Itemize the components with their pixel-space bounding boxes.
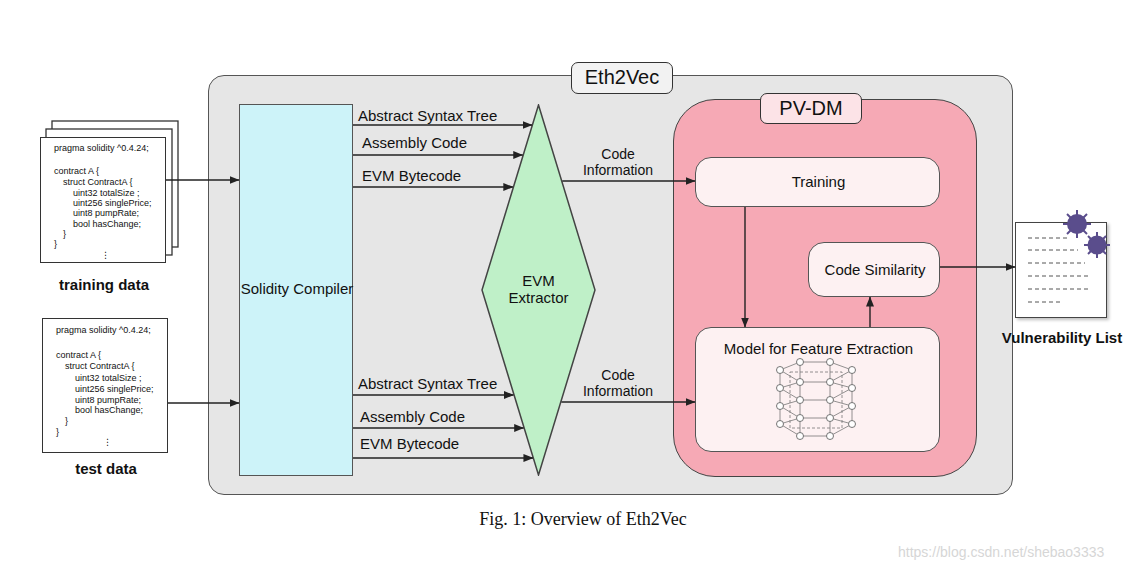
virus-icon <box>1063 210 1110 258</box>
code-line: ⋮ <box>103 437 112 448</box>
system-frame: Eth2VecSolidity CompilerEVM ExtractorPV-… <box>208 75 1013 495</box>
edge-label: Abstract Syntax Tree <box>358 107 497 124</box>
code-line: } <box>54 239 57 250</box>
arrow-connector <box>353 427 524 428</box>
edge-label: Code Information <box>577 367 659 399</box>
edge-label: EVM Bytecode <box>362 167 461 184</box>
model-frame: PV-DMTrainingCode SimilarityModel for Fe… <box>673 99 977 477</box>
arrow-connector <box>744 207 745 327</box>
box-label: Solidity Compiler <box>240 280 354 297</box>
data-label: training data <box>29 276 179 293</box>
frame-title: PV-DM <box>760 93 862 124</box>
code-line: ⋮ <box>101 250 110 261</box>
arrow-connector <box>869 297 870 327</box>
diamond-shape <box>482 105 595 475</box>
code-line: uint32 totalSize ; <box>75 373 142 384</box>
box-label: Training <box>696 173 941 190</box>
arrow-connector <box>353 124 532 125</box>
data-label: test data <box>31 460 181 477</box>
edge-label: Code Information <box>577 146 659 178</box>
code-line: struct ContractA { <box>65 361 135 372</box>
edge-label: Abstract Syntax Tree <box>358 375 497 392</box>
arrow-connector <box>353 457 533 458</box>
code-line: contract A { <box>54 166 99 177</box>
arrow-connector <box>353 186 513 187</box>
code-page: pragma solidity ^0.4.24; contract A {stru… <box>42 318 168 453</box>
box-label: Model for Feature Extraction <box>696 340 941 357</box>
arrow-connector <box>168 402 239 403</box>
code-line: } <box>65 416 68 427</box>
box-label: EVM Extractor <box>493 272 584 307</box>
neuron-circles <box>777 359 856 440</box>
code-line: pragma solidity ^0.4.24; <box>54 143 149 154</box>
document-icon: Vulnerability List <box>1015 222 1107 318</box>
code-line: } <box>56 427 59 438</box>
arrow-connector <box>166 179 239 180</box>
arrow-connector <box>353 394 513 395</box>
neural-network-icon <box>780 362 852 436</box>
edge-label: EVM Bytecode <box>360 435 459 452</box>
arrow-connector <box>940 266 1015 267</box>
arrow-connector <box>562 180 695 181</box>
code-page: pragma solidity ^0.4.24; contract A {stru… <box>40 137 166 263</box>
process-box: Solidity Compiler <box>239 104 353 476</box>
process-box: Training <box>695 157 940 207</box>
code-line: uint32 totalSize ; <box>73 188 140 199</box>
watermark: https://blog.csdn.net/shebao3333 <box>898 544 1104 560</box>
frame-title: Eth2Vec <box>571 62 673 94</box>
figure-caption: Fig. 1: Overview of Eth2Vec <box>383 509 783 530</box>
code-line: bool hasChange; <box>73 219 141 230</box>
edge-label: Assembly Code <box>362 134 467 151</box>
code-line: struct ContractA { <box>63 177 133 188</box>
code-line: uint8 pumpRate; <box>75 395 141 406</box>
document-lines <box>1028 238 1090 302</box>
decision-diamond: EVM Extractor <box>481 104 596 476</box>
box-label: Code Similarity <box>809 261 941 278</box>
code-line: uint256 singlePrice; <box>75 384 154 395</box>
code-line: uint256 singlePrice; <box>73 198 152 209</box>
code-line: uint8 pumpRate; <box>73 208 139 219</box>
arrow-connector <box>353 154 523 155</box>
process-box: Model for Feature Extraction <box>695 327 940 452</box>
arrow-connector <box>561 401 695 402</box>
process-box: Code Similarity <box>808 242 940 297</box>
edge-label: Assembly Code <box>360 408 465 425</box>
code-line: pragma solidity ^0.4.24; <box>56 325 151 336</box>
code-line: bool hasChange; <box>75 405 143 416</box>
code-line: contract A { <box>56 350 101 361</box>
document-label: Vulnerability List <box>991 329 1133 346</box>
code-line: } <box>63 229 66 240</box>
